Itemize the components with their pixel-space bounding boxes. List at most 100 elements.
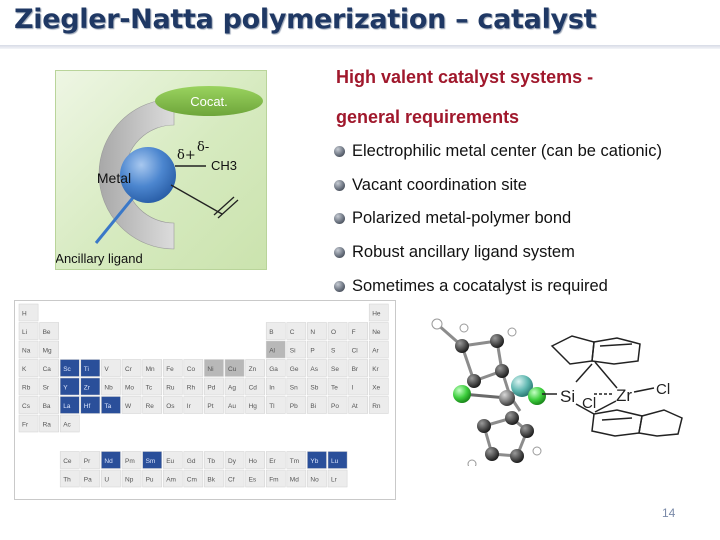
element-cell-zr: [80, 377, 101, 396]
element-cell-tl: [265, 396, 286, 414]
element-symbol: Nd: [104, 458, 113, 465]
cl-label-upper: Cl: [656, 381, 670, 398]
element-cell-mo: [121, 377, 142, 396]
element-symbol: Dy: [228, 458, 237, 465]
element-symbol: Y: [63, 385, 68, 392]
element-symbol: As: [310, 366, 318, 373]
element-cell-pu: [142, 469, 162, 488]
element-symbol: Tm: [290, 458, 299, 465]
zr-label: Zr: [616, 386, 632, 405]
element-symbol: N: [310, 329, 315, 336]
element-symbol: Fm: [269, 477, 278, 484]
requirement-text: Robust ancillary ligand system: [352, 243, 575, 262]
element-cell-eu: [162, 451, 183, 469]
element-cell-os: [162, 396, 183, 414]
vacant-site-mark-2: [217, 199, 239, 219]
element-symbol: Cd: [249, 385, 258, 392]
bullet-icon: [334, 247, 345, 259]
element-cell-br: [348, 359, 368, 377]
element-cell-pr: [80, 451, 101, 469]
element-symbol: Am: [166, 477, 176, 484]
element-cell-se: [327, 359, 348, 377]
element-symbol: Pd: [207, 385, 215, 392]
element-cell-in: [265, 377, 286, 396]
element-symbol: Md: [290, 477, 299, 484]
element-symbol: I: [352, 385, 354, 392]
title-divider: [0, 45, 720, 49]
delta-minus-label: δ-: [197, 140, 209, 155]
element-cell-cf: [224, 469, 245, 488]
element-symbol: Se: [331, 366, 339, 373]
element-symbol: K: [22, 366, 27, 373]
element-cell-as: [307, 359, 327, 377]
element-cell-mg: [39, 340, 59, 359]
element-cell-ar: [368, 340, 389, 359]
element-cell-sn: [286, 377, 307, 396]
element-cell-rb: [18, 377, 39, 396]
element-cell-cr: [121, 359, 142, 377]
element-symbol: He: [372, 311, 381, 318]
element-symbol: Rb: [22, 385, 31, 392]
ligand-ring: [98, 98, 175, 250]
element-symbol: Ru: [166, 385, 175, 392]
element-cell-rh: [183, 377, 204, 396]
element-symbol: V: [104, 366, 109, 373]
element-cell-s: [327, 340, 348, 359]
element-cell-np: [121, 469, 142, 488]
element-cell-ne: [368, 322, 389, 340]
element-symbol: Lr: [331, 477, 338, 484]
requirements-list: Electrophilic metal center (can be catio…: [334, 136, 662, 304]
element-symbol: H: [22, 311, 27, 318]
element-symbol: Fe: [166, 366, 174, 373]
element-symbol: Mn: [146, 366, 155, 373]
element-symbol: F: [352, 329, 356, 336]
catalyst-diagram: Cocat. Metal δ+ δ- CH3 Ancillary ligand: [55, 70, 267, 270]
element-cell-yb: [307, 451, 327, 469]
vacant-site-line: [170, 184, 223, 215]
element-cell-ge: [286, 359, 307, 377]
element-symbol: Cf: [228, 477, 235, 484]
element-symbol: W: [125, 403, 132, 410]
element-symbol: Ti: [84, 366, 89, 373]
element-cell-i: [348, 377, 368, 396]
element-cell-si: [286, 340, 307, 359]
cocatalyst-ellipse: [155, 86, 263, 116]
element-cell-he: [368, 303, 389, 322]
element-symbol: Cs: [22, 403, 31, 410]
element-symbol: Rn: [372, 403, 381, 410]
element-cell-xe: [368, 377, 389, 396]
element-cell-la: [59, 396, 80, 414]
element-symbol: Nb: [104, 385, 113, 392]
element-cell-pa: [80, 469, 101, 488]
delta-plus-label: δ+: [177, 148, 196, 163]
element-cell-nb: [101, 377, 121, 396]
element-symbol: Pt: [207, 403, 213, 410]
element-cell-c: [286, 322, 307, 340]
element-symbol: Cl: [352, 348, 359, 355]
element-symbol: O: [331, 329, 336, 336]
ligand-pointer: [94, 193, 138, 244]
element-cell-be: [39, 322, 59, 340]
element-symbol: Al: [269, 348, 275, 355]
element-cell-nd: [101, 451, 121, 469]
element-symbol: Si: [290, 348, 296, 355]
element-cell-md: [286, 469, 307, 488]
element-symbol: Th: [63, 477, 71, 484]
element-cell-ti: [80, 359, 101, 377]
element-symbol: Po: [331, 403, 339, 410]
element-symbol: Li: [22, 329, 27, 336]
element-cell-ag: [224, 377, 245, 396]
element-symbol: Au: [228, 403, 236, 410]
element-symbol: At: [352, 403, 358, 410]
element-symbol: Ta: [104, 403, 111, 410]
ligand-label: Ancillary ligand: [56, 251, 143, 266]
element-cell-mn: [142, 359, 162, 377]
requirement-text: Vacant coordination site: [352, 175, 527, 194]
element-symbol: Rh: [187, 385, 196, 392]
element-symbol: Ra: [43, 422, 52, 429]
element-cell-cu: [224, 359, 245, 377]
requirement-text: Electrophilic metal center (can be catio…: [352, 142, 662, 160]
element-cell-ir: [183, 396, 204, 414]
element-cell-p: [307, 340, 327, 359]
element-symbol: Hf: [84, 403, 91, 410]
